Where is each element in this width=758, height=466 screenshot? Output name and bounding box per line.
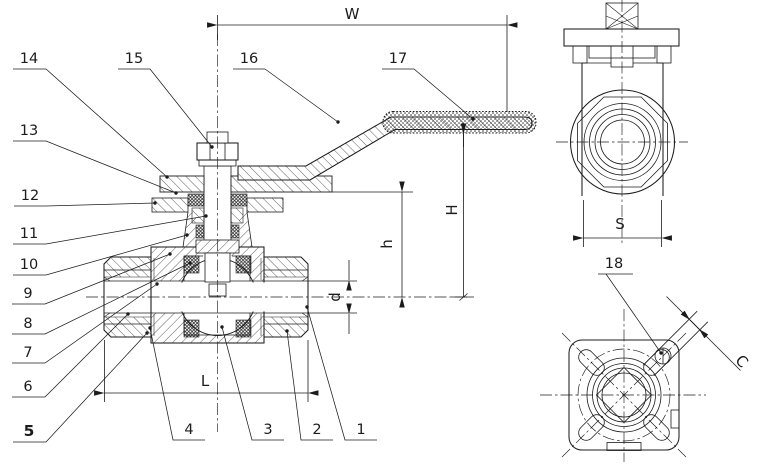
stem-packing [187, 193, 248, 239]
part-label-4: 4 [184, 422, 193, 438]
part-label-14: 14 [20, 51, 38, 67]
part-label-15: 15 [125, 51, 143, 67]
top-view [540, 309, 706, 462]
dim-label-h-small: h [378, 239, 396, 249]
part-label-10: 10 [20, 257, 38, 273]
handle [237, 111, 537, 181]
dimension-d: d [308, 260, 357, 334]
leader-lines [12, 68, 663, 443]
dim-label-h-big: H [443, 204, 461, 215]
front-view [86, 34, 537, 432]
dimension-w: W [207, 5, 518, 112]
dimension-h-small: h [332, 181, 413, 308]
part-label-11: 11 [20, 226, 38, 242]
part-label-3: 3 [263, 422, 272, 438]
part-label-7: 7 [23, 345, 32, 361]
part-label-5: 5 [24, 422, 35, 440]
handle-grip-sleeve [382, 111, 537, 134]
bolt-circle [577, 348, 671, 442]
end-view [556, 0, 688, 246]
dimension-c: C [642, 296, 752, 377]
dimension-l: L [94, 340, 319, 402]
part-label-16: 16 [240, 51, 258, 67]
part-label-1: 1 [356, 422, 365, 438]
part-label-8: 8 [23, 316, 32, 332]
part-label-9: 9 [23, 286, 32, 302]
ball-seats [183, 255, 252, 338]
dim-label-d: d [326, 292, 344, 302]
part-label-2: 2 [312, 422, 321, 438]
part-label-12: 12 [21, 188, 39, 204]
dim-label-c: C [732, 351, 752, 371]
part-labels: 14 13 12 11 10 9 8 7 6 5 15 16 17 4 3 2 … [20, 51, 623, 440]
part-label-18: 18 [605, 256, 623, 272]
dim-label-s: S [615, 215, 625, 233]
part-label-6: 6 [23, 379, 32, 395]
dim-label-l: L [201, 372, 210, 390]
dimension-s: S [573, 200, 672, 247]
part-label-13: 13 [20, 123, 38, 139]
dimension-h-big: H [443, 123, 474, 301]
dim-label-w: W [345, 5, 360, 23]
part-label-17: 17 [389, 51, 407, 67]
